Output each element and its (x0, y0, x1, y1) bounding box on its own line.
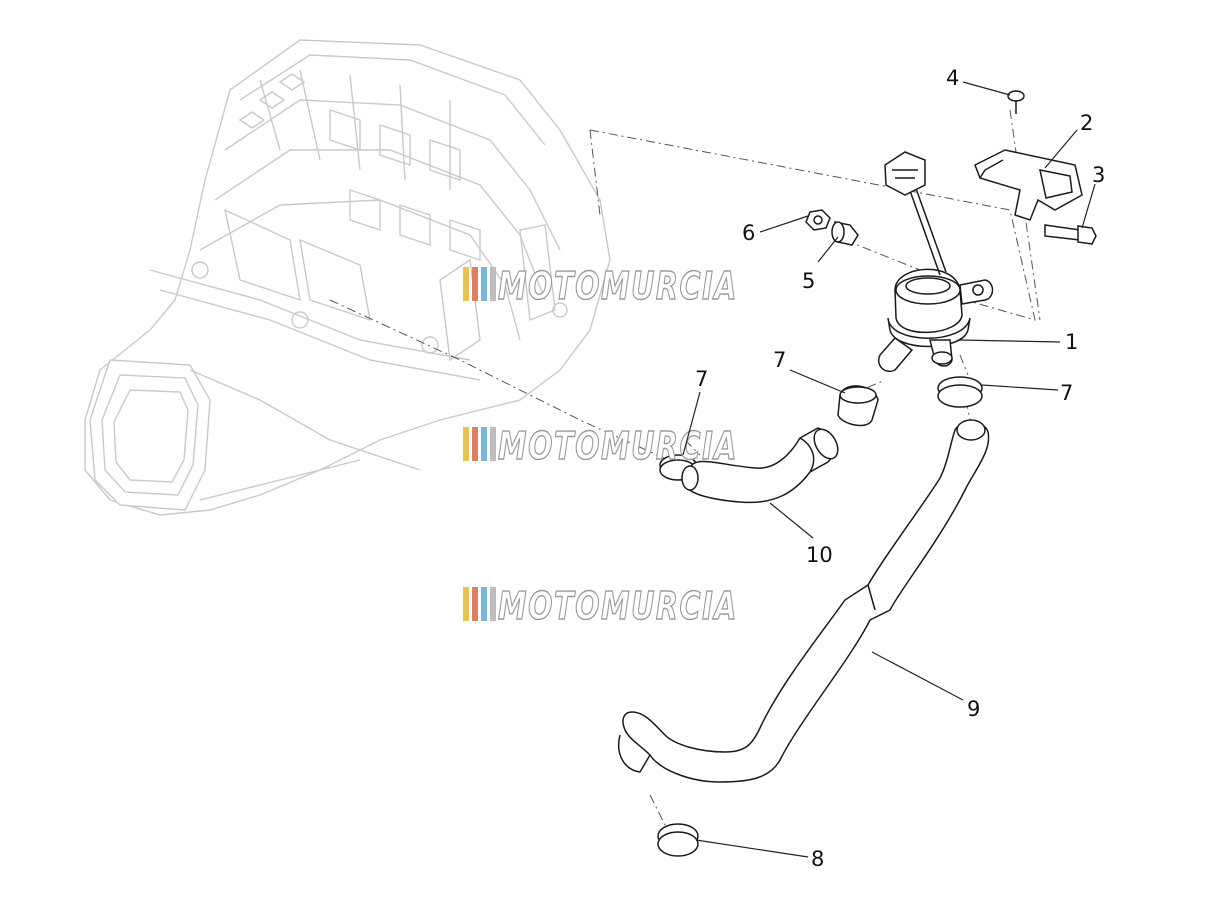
watermark-stripe-1 (463, 427, 469, 461)
clamp-middle-7 (837, 385, 879, 427)
watermark-stripe-3 (481, 267, 487, 301)
watermark-top: MOTOMURCIA (463, 263, 738, 309)
callout-3: 3 (1092, 163, 1105, 187)
watermark-stripe-1 (463, 587, 469, 621)
watermark-text: MOTOMURCIA (498, 264, 738, 308)
short-hose-part-10 (681, 427, 839, 504)
callout-7-right: 7 (1060, 381, 1073, 405)
leader-lines (682, 81, 1096, 858)
callout-labels: 1 2 3 4 5 6 7 7 7 8 9 10 (695, 66, 1105, 871)
watermark-stripe-2 (472, 267, 478, 301)
watermark-stripe-4 (490, 267, 496, 301)
long-hose-part-9 (618, 419, 990, 783)
watermark-stripe-4 (490, 587, 496, 621)
watermark-stripe-2 (472, 587, 478, 621)
valve-part-1 (878, 151, 994, 372)
nut-part-6 (805, 209, 831, 231)
spacer-part-5 (831, 221, 859, 246)
bracket-part-2 (974, 149, 1083, 221)
callout-6: 6 (742, 221, 755, 245)
bolt-part-3 (1044, 224, 1097, 245)
callout-7-left: 7 (695, 367, 708, 391)
callout-4: 4 (946, 66, 959, 90)
watermark-text: MOTOMURCIA (498, 584, 738, 628)
callout-9: 9 (967, 697, 980, 721)
callout-10: 10 (806, 543, 833, 567)
watermark-stripe-4 (490, 427, 496, 461)
callout-5: 5 (802, 269, 815, 293)
callout-2: 2 (1080, 111, 1093, 135)
watermark-stripe-3 (481, 427, 487, 461)
watermark-stripe-3 (481, 587, 487, 621)
watermark-stripe-2 (472, 427, 478, 461)
watermark-text: MOTOMURCIA (498, 424, 738, 468)
screw-part-4 (1007, 90, 1025, 114)
watermark-middle: MOTOMURCIA (463, 423, 738, 469)
clamp-bottom-8 (657, 823, 699, 857)
callout-7-middle: 7 (773, 348, 786, 372)
watermark-bottom: MOTOMURCIA (463, 583, 738, 629)
intake-manifold-ghost (84, 39, 611, 516)
watermark-stripe-1 (463, 267, 469, 301)
callout-1: 1 (1065, 330, 1078, 354)
callout-8: 8 (811, 847, 824, 871)
clamp-right-7 (937, 376, 983, 408)
